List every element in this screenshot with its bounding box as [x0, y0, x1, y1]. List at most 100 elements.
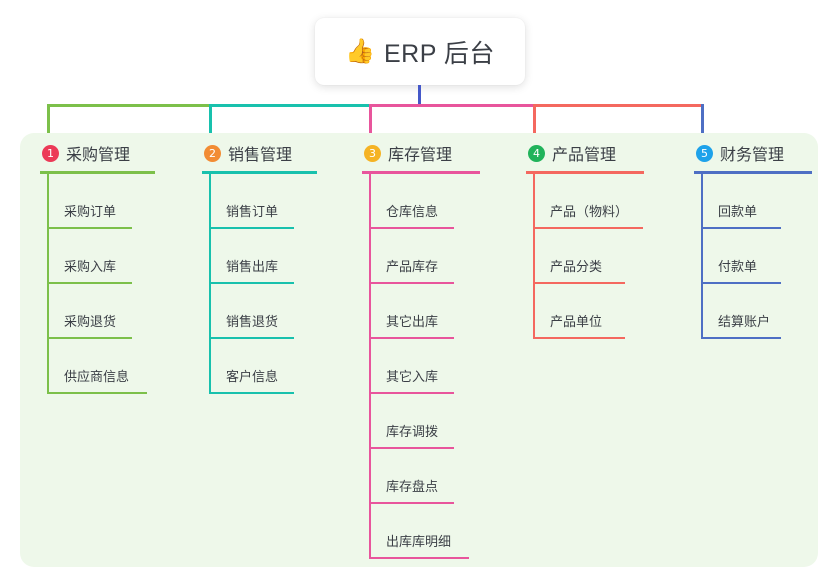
branch-item-label: 供应商信息	[64, 369, 130, 384]
branch-item[interactable]: 采购入库	[40, 229, 155, 284]
branch-item-rule	[369, 502, 454, 504]
branch-column-5: 5 财务管理回款单付款单结算账户	[694, 140, 812, 339]
branch-item-rule	[369, 557, 469, 559]
branch-title: 库存管理	[388, 147, 453, 164]
branch-item-label: 产品分类	[550, 259, 603, 274]
branch-title: 销售管理	[228, 147, 293, 164]
branch-item-rule	[369, 392, 454, 394]
branch-number-badge: 3	[364, 144, 381, 162]
branch-item[interactable]: 库存调拨	[362, 394, 480, 449]
branch-item-rule	[369, 337, 454, 339]
branch-item[interactable]: 付款单	[694, 229, 812, 284]
branch-item-rule	[209, 282, 294, 284]
branch-item[interactable]: 销售退货	[202, 284, 317, 339]
branch-title: 采购管理	[66, 147, 131, 164]
branch-item-label: 回款单	[718, 204, 758, 219]
branch-header-1[interactable]: 1 采购管理	[40, 140, 155, 166]
branch-spine	[369, 174, 371, 559]
branch-item-rule	[369, 227, 454, 229]
branch-item[interactable]: 采购退货	[40, 284, 155, 339]
branch-item-rule	[47, 337, 132, 339]
branch-header-rule	[40, 171, 155, 174]
branch-title: 财务管理	[720, 147, 785, 164]
branch-drop-connector-5	[701, 104, 704, 140]
branch-item[interactable]: 销售出库	[202, 229, 317, 284]
branch-item-rule	[701, 227, 781, 229]
root-stem-connector	[418, 85, 421, 107]
branch-item-rule	[47, 392, 147, 394]
branch-item-rule	[47, 282, 132, 284]
branch-item-label: 库存盘点	[386, 479, 439, 494]
branch-number-badge: 5	[696, 144, 713, 162]
branch-spine	[701, 174, 703, 339]
branch-header-3[interactable]: 3 库存管理	[362, 140, 480, 166]
branch-item[interactable]: 供应商信息	[40, 339, 155, 394]
branch-spine	[533, 174, 535, 339]
branch-item[interactable]: 产品分类	[526, 229, 644, 284]
branch-item[interactable]: 其它出库	[362, 284, 480, 339]
root-node-card[interactable]: 👍 ERP 后台	[315, 18, 525, 85]
branch-column-1: 1 采购管理采购订单采购入库采购退货供应商信息	[40, 140, 155, 394]
branch-items: 销售订单销售出库销售退货客户信息	[202, 174, 317, 394]
branch-item-label: 出库库明细	[386, 534, 452, 549]
branch-item-label: 仓库信息	[386, 204, 439, 219]
branch-drop-connector-1	[47, 104, 50, 140]
branch-item-label: 其它入库	[386, 369, 439, 384]
branch-item[interactable]: 客户信息	[202, 339, 317, 394]
branch-item[interactable]: 产品（物料）	[526, 174, 644, 229]
branch-item-label: 产品库存	[386, 259, 439, 274]
branch-title: 产品管理	[552, 147, 617, 164]
branch-drop-connector-4	[533, 104, 536, 140]
branch-item[interactable]: 库存盘点	[362, 449, 480, 504]
branch-number-badge: 4	[528, 144, 545, 162]
branch-spine	[209, 174, 211, 394]
branch-item[interactable]: 产品库存	[362, 229, 480, 284]
branch-item[interactable]: 仓库信息	[362, 174, 480, 229]
branches-panel	[20, 133, 818, 567]
branch-header-rule	[694, 171, 812, 174]
branch-item[interactable]: 结算账户	[694, 284, 812, 339]
branch-item-rule	[533, 282, 625, 284]
branch-item-rule	[701, 337, 781, 339]
branch-number-badge: 1	[42, 144, 59, 162]
branch-items: 产品（物料） 产品分类产品单位	[526, 174, 644, 339]
branch-item-label: 付款单	[718, 259, 758, 274]
bus-segment-1	[47, 104, 211, 107]
branch-item-label: 结算账户	[718, 314, 771, 329]
branch-item-label: 采购订单	[64, 204, 117, 219]
branch-item[interactable]: 出库库明细	[362, 504, 480, 559]
bus-segment-4	[533, 104, 703, 107]
branch-items: 仓库信息产品库存其它出库其它入库库存调拨库存盘点出库库明细	[362, 174, 480, 559]
branch-item-label: 销售出库	[226, 259, 279, 274]
root-title: ERP 后台	[383, 39, 495, 68]
thumbs-up-icon: 👍	[345, 37, 375, 65]
branch-drop-connector-3	[369, 104, 372, 140]
branch-drop-connector-2	[209, 104, 212, 140]
branch-items: 回款单付款单结算账户	[694, 174, 812, 339]
branch-item-label: 客户信息	[226, 369, 279, 384]
branch-spine	[47, 174, 49, 394]
branch-header-rule	[362, 171, 480, 174]
branch-item-rule	[47, 227, 132, 229]
branch-item[interactable]: 产品单位	[526, 284, 644, 339]
branch-header-4[interactable]: 4 产品管理	[526, 140, 644, 166]
branch-item-label: 其它出库	[386, 314, 439, 329]
branch-item[interactable]: 采购订单	[40, 174, 155, 229]
branch-item[interactable]: 销售订单	[202, 174, 317, 229]
branch-item-rule	[533, 227, 643, 229]
branch-column-4: 4 产品管理产品（物料） 产品分类产品单位	[526, 140, 644, 339]
branch-item-label: 采购入库	[64, 259, 117, 274]
bus-segment-3	[369, 104, 535, 107]
branch-column-3: 3 库存管理仓库信息产品库存其它出库其它入库库存调拨库存盘点出库库明细	[362, 140, 480, 559]
branch-item[interactable]: 回款单	[694, 174, 812, 229]
branch-item-rule	[369, 282, 454, 284]
branch-item[interactable]: 其它入库	[362, 339, 480, 394]
bus-segment-2	[209, 104, 371, 107]
branch-header-5[interactable]: 5 财务管理	[694, 140, 812, 166]
branch-item-rule	[533, 337, 625, 339]
branch-item-label: 销售退货	[226, 314, 279, 329]
branch-header-rule	[202, 171, 317, 174]
